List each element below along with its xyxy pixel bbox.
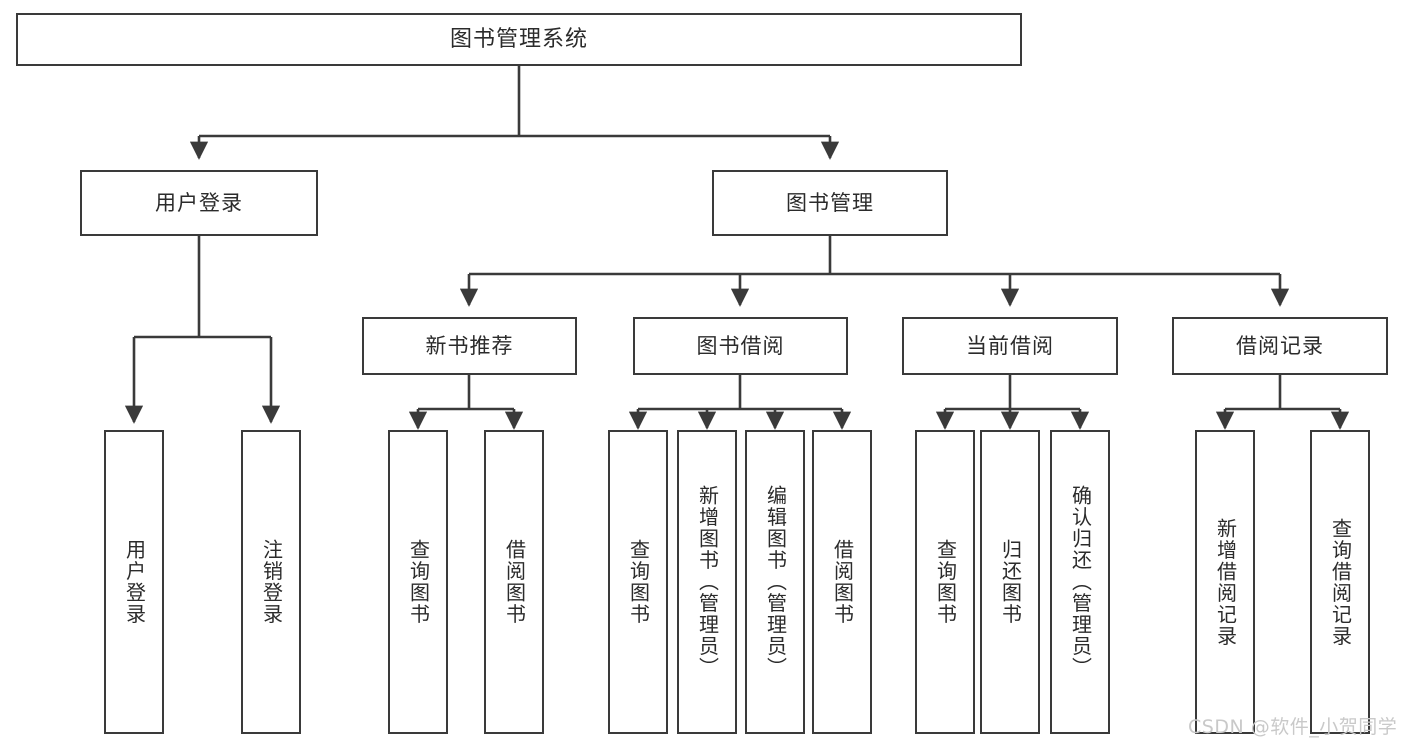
leaf-borrow-query-book[interactable]: 查询图书 [608, 430, 668, 734]
leaf-records-add-record[interactable]: 新增借阅记录 [1195, 430, 1255, 734]
leaf-label: 查询借阅记录 [1328, 517, 1353, 647]
node-root-system[interactable]: 图书管理系统 [16, 13, 1022, 66]
node-new-book-recommend[interactable]: 新书推荐 [362, 317, 577, 375]
leaf-label: 新增图书（管理员） [695, 485, 720, 679]
node-current-borrow[interactable]: 当前借阅 [902, 317, 1118, 375]
leaf-current-return-book[interactable]: 归还图书 [980, 430, 1040, 734]
leaf-label: 新增借阅记录 [1213, 517, 1238, 647]
leaf-label: 查询图书 [406, 539, 431, 625]
leaf-label: 归还图书 [998, 539, 1023, 625]
leaf-user-login-signout[interactable]: 注销登录 [241, 430, 301, 734]
leaf-new-book-borrow[interactable]: 借阅图书 [484, 430, 544, 734]
leaf-label: 编辑图书（管理员） [763, 485, 788, 679]
leaf-label: 注销登录 [259, 539, 284, 625]
leaf-records-query-record[interactable]: 查询借阅记录 [1310, 430, 1370, 734]
node-user-login[interactable]: 用户登录 [80, 170, 318, 236]
leaf-borrow-edit-book[interactable]: 编辑图书（管理员） [745, 430, 805, 734]
leaf-borrow-add-book[interactable]: 新增图书（管理员） [677, 430, 737, 734]
leaf-label: 借阅图书 [502, 539, 527, 625]
node-book-management[interactable]: 图书管理 [712, 170, 948, 236]
watermark-text: CSDN @软件_小贺同学 [1188, 716, 1398, 738]
leaf-user-login-signin[interactable]: 用户登录 [104, 430, 164, 734]
leaf-borrow-borrow-book[interactable]: 借阅图书 [812, 430, 872, 734]
leaf-label: 借阅图书 [830, 539, 855, 625]
node-borrow-records[interactable]: 借阅记录 [1172, 317, 1388, 375]
leaf-current-confirm-return[interactable]: 确认归还（管理员） [1050, 430, 1110, 734]
leaf-label: 确认归还（管理员） [1068, 485, 1093, 679]
leaf-label: 查询图书 [626, 539, 651, 625]
leaf-current-query-book[interactable]: 查询图书 [915, 430, 975, 734]
node-book-borrow[interactable]: 图书借阅 [633, 317, 848, 375]
leaf-new-book-query[interactable]: 查询图书 [388, 430, 448, 734]
leaf-label: 用户登录 [122, 539, 147, 625]
leaf-label: 查询图书 [933, 539, 958, 625]
